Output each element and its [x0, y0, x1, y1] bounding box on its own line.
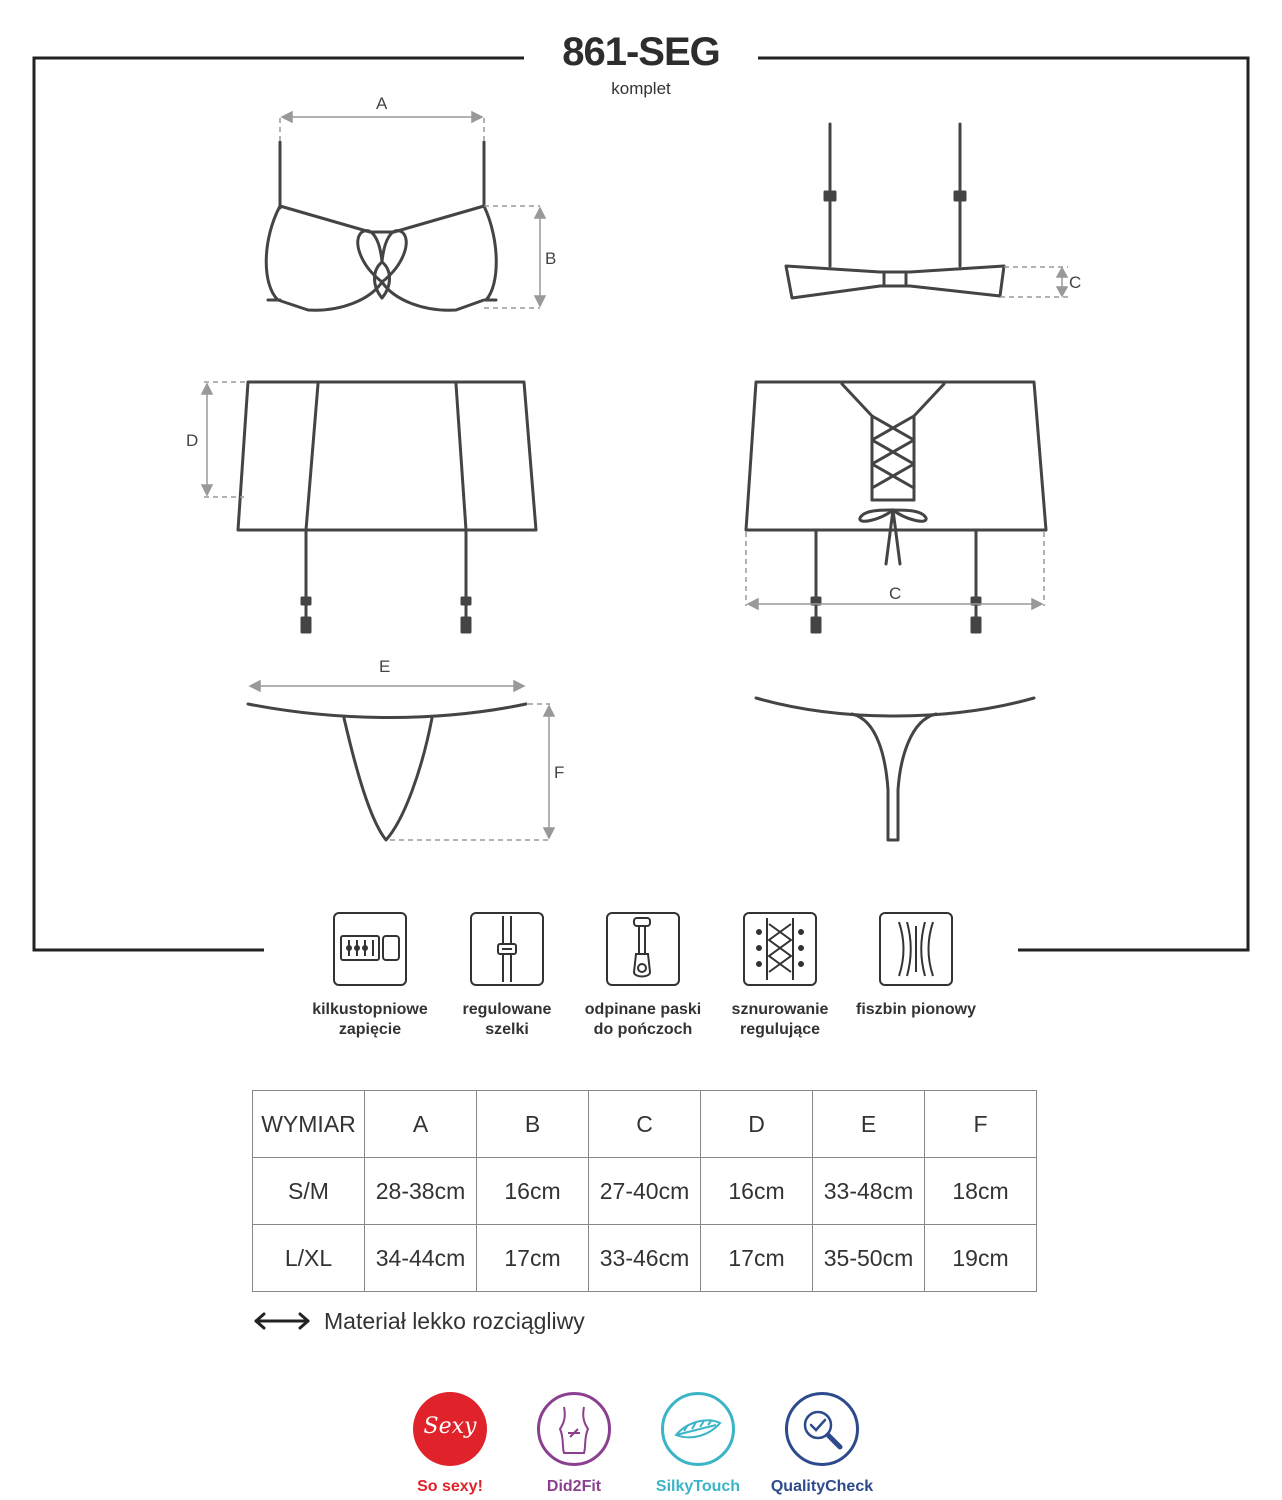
- badge-silkytouch: SilkyTouch: [638, 1392, 758, 1496]
- feature-straps-line2: szelki: [485, 1021, 529, 1038]
- feature-boning: fiszbin pionowy: [841, 912, 991, 1020]
- sexy-icon: Sexy: [413, 1392, 487, 1466]
- bra-front-drawing: [264, 140, 498, 312]
- feature-boning-line1: fiszbin pionowy: [856, 1001, 976, 1018]
- table-cell: 16cm: [700, 1157, 813, 1225]
- table-cell: 19cm: [924, 1224, 1037, 1292]
- table-cell: 18cm: [924, 1157, 1037, 1225]
- table-row: L/XL 34-44cm 17cm 33-46cm 17cm 35-50cm 1…: [252, 1224, 1037, 1292]
- table-cell: L/XL: [252, 1224, 365, 1292]
- hook-eye-closure-icon: [333, 912, 407, 986]
- table-cell: 28-38cm: [364, 1157, 477, 1225]
- table-header: E: [812, 1090, 925, 1158]
- did2fit-icon: [537, 1392, 611, 1466]
- table-cell: 17cm: [700, 1224, 813, 1292]
- dim-label-f: F: [554, 763, 565, 782]
- feature-garters-line1: odpinane paski: [584, 1001, 702, 1018]
- magnifier-check-icon: [785, 1392, 859, 1466]
- table-cell: 33-48cm: [812, 1157, 925, 1225]
- stretch-note-text: Materiał lekko rozciągliwy: [324, 1307, 585, 1334]
- garter-clip-icon: [606, 912, 680, 986]
- table-header: C: [588, 1090, 701, 1158]
- table-row: S/M 28-38cm 16cm 27-40cm 16cm 33-48cm 18…: [252, 1157, 1037, 1225]
- table-cell: 17cm: [476, 1224, 589, 1292]
- product-subtitle: komplet: [611, 79, 671, 98]
- table-header: B: [476, 1090, 589, 1158]
- dim-label-c-bottom: C: [889, 584, 902, 603]
- thong-back-drawing: [754, 696, 1036, 842]
- feature-closure-line1: kilkustopniowe: [312, 1001, 428, 1018]
- badge-label: QualityCheck: [770, 1478, 874, 1495]
- dim-label-c-top: C: [1069, 273, 1082, 292]
- dim-label-a: A: [376, 94, 388, 113]
- feature-lacing-line2: regulujące: [739, 1021, 821, 1038]
- adjustable-strap-icon: [470, 912, 544, 986]
- thong-front-drawing: [246, 702, 528, 842]
- bra-back-drawing: [784, 122, 1006, 300]
- product-title: 861-SEG: [562, 30, 721, 74]
- badge-did2fit: Did2Fit: [514, 1392, 634, 1496]
- stretch-note: Materiał lekko rozciągliwy: [252, 1304, 585, 1338]
- garter-belt-front-drawing: [236, 380, 538, 634]
- feather-icon: [661, 1392, 735, 1466]
- garter-belt-back-drawing: [744, 380, 1048, 634]
- feature-lacing: sznurowanie regulujące: [705, 912, 855, 1040]
- table-cell: S/M: [252, 1157, 365, 1225]
- sexy-icon-text: Sexy: [423, 1414, 477, 1439]
- table-header-row: WYMIAR A B C D E F: [252, 1090, 1037, 1158]
- dim-label-b: B: [545, 249, 557, 268]
- badge-label: SilkyTouch: [655, 1478, 741, 1495]
- feature-straps: regulowane szelki: [432, 912, 582, 1040]
- double-arrow-icon: [254, 1312, 310, 1330]
- badge-qualitycheck: QualityCheck: [762, 1392, 882, 1496]
- feature-lacing-line1: sznurowanie: [731, 1001, 829, 1018]
- dim-label-d: D: [186, 431, 199, 450]
- badge-label: Did2Fit: [546, 1478, 602, 1495]
- feature-garters: odpinane paski do pończoch: [568, 912, 718, 1040]
- table-cell: 16cm: [476, 1157, 589, 1225]
- table-header: D: [700, 1090, 813, 1158]
- table-header: F: [924, 1090, 1037, 1158]
- badge-label: So sexy!: [417, 1478, 483, 1495]
- feature-closure-line2: zapięcie: [338, 1021, 402, 1038]
- feature-garters-line2: do pończoch: [593, 1021, 693, 1038]
- table-cell: 27-40cm: [588, 1157, 701, 1225]
- size-table: WYMIAR A B C D E F S/M 28-38cm 16cm 27-4…: [252, 1090, 1037, 1292]
- table-header: A: [364, 1090, 477, 1158]
- table-cell: 34-44cm: [364, 1224, 477, 1292]
- feature-closure: kilkustopniowe zapięcie: [295, 912, 445, 1040]
- frame-border: [32, 56, 1250, 952]
- table-header: WYMIAR: [252, 1090, 365, 1158]
- lacing-icon: [743, 912, 817, 986]
- badge-so-sexy: Sexy So sexy!: [390, 1392, 510, 1496]
- vertical-boning-icon: [879, 912, 953, 986]
- feature-straps-line1: regulowane: [462, 1001, 552, 1018]
- table-cell: 33-46cm: [588, 1224, 701, 1292]
- table-cell: 35-50cm: [812, 1224, 925, 1292]
- dim-label-e: E: [379, 657, 391, 676]
